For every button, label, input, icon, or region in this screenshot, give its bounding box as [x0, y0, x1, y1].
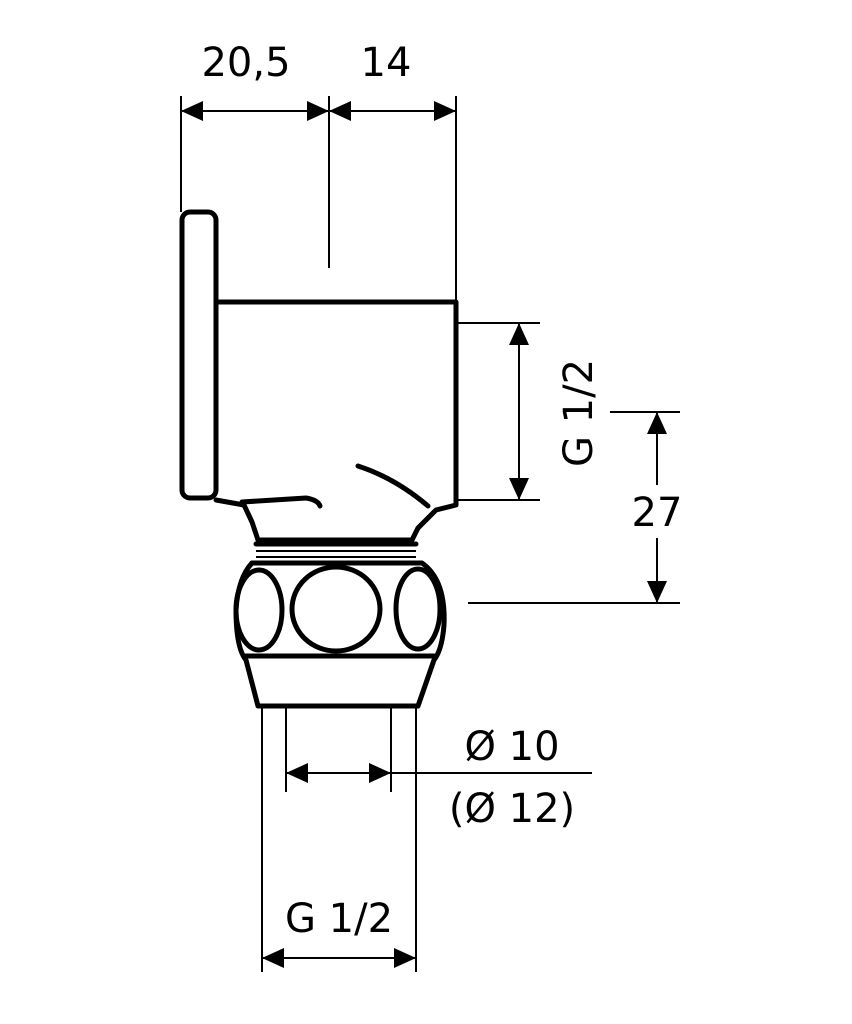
- arrowhead: [647, 581, 667, 603]
- arrowhead: [329, 101, 351, 121]
- dimension-label-14: 14: [361, 40, 412, 86]
- dimension-label-27: 27: [632, 490, 683, 536]
- arrowhead: [286, 763, 308, 783]
- part-outline: [179, 209, 459, 709]
- dimension-label-20-5: 20,5: [201, 40, 290, 86]
- body-inner-step: [239, 495, 323, 509]
- dimension-label-bore-alt: (Ø 12): [449, 786, 575, 832]
- dimension-outlet-thread: G 1/2: [458, 322, 602, 501]
- dimension-connection-thread: G 1/2: [261, 708, 417, 972]
- arrowhead: [509, 478, 529, 500]
- arrowhead: [369, 763, 391, 783]
- body-inner-curve: [355, 463, 431, 509]
- dimension-label-bore: Ø 10: [464, 724, 559, 770]
- grip-oval-right: [393, 566, 443, 652]
- arrowhead: [307, 101, 329, 121]
- arrowhead: [262, 948, 284, 968]
- dimension-label-g-half-bottom: G 1/2: [285, 896, 393, 942]
- dimension-top: 20,5 14: [180, 40, 457, 302]
- arrowhead: [181, 101, 203, 121]
- wall-plate: [179, 209, 219, 501]
- arrowhead: [434, 101, 456, 121]
- arrowhead: [647, 412, 667, 434]
- dimension-bore: Ø 10 (Ø 12): [285, 708, 592, 832]
- dimension-label-g-half-side: G 1/2: [556, 359, 602, 467]
- arrowhead: [509, 323, 529, 345]
- threaded-neck: [249, 541, 423, 566]
- arrowhead: [394, 948, 416, 968]
- grip-oval-left: [233, 567, 285, 653]
- dimension-height: 27: [468, 411, 683, 604]
- elbow-body: [213, 299, 459, 543]
- grip-oval-center: [289, 564, 383, 654]
- knurled-nut: [233, 560, 447, 709]
